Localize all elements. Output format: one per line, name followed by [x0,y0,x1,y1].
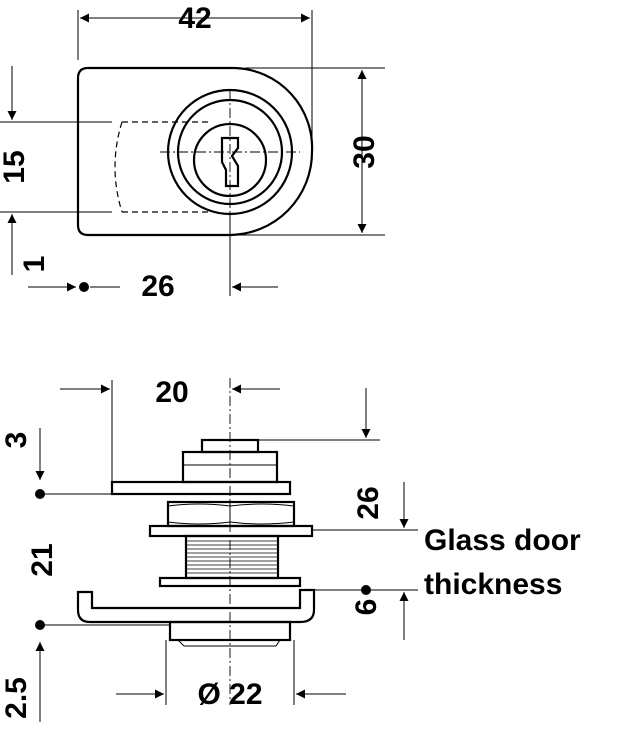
dim-42: 42 [178,2,211,35]
dim-3: 3 [0,432,33,449]
upper-plate [110,480,292,496]
dim-diameter-22: Ø 22 [197,678,262,711]
reference-dot-6 [361,585,371,595]
dim-26-top: 26 [141,270,174,303]
dim-2-5: 2.5 [0,677,33,719]
dim-21: 21 [26,543,59,576]
dim-15: 15 [0,150,31,183]
dim-6: 6 [350,599,383,616]
key-slot [220,136,240,188]
cylinder-core [192,122,268,198]
dim-26-side: 26 [352,486,385,519]
side-view: 20 3 26 Glass door thickness 21 6 2.5 [0,376,581,722]
top-view: 42 30 15 1 26 [0,2,385,303]
dim-20: 20 [155,376,188,409]
reference-dot-top [79,282,89,292]
lower-plate [76,588,316,624]
dim-30: 30 [348,135,381,168]
hidden-line-recess [114,121,212,213]
glass-door-label-line2: thickness [424,568,562,601]
reference-dot-3 [35,489,45,499]
washer [148,524,314,538]
glass-door-label-line1: Glass door [424,524,581,557]
lock-housing-outline [76,66,314,237]
reference-dot-2-5 [35,620,45,630]
dim-1: 1 [18,256,51,273]
